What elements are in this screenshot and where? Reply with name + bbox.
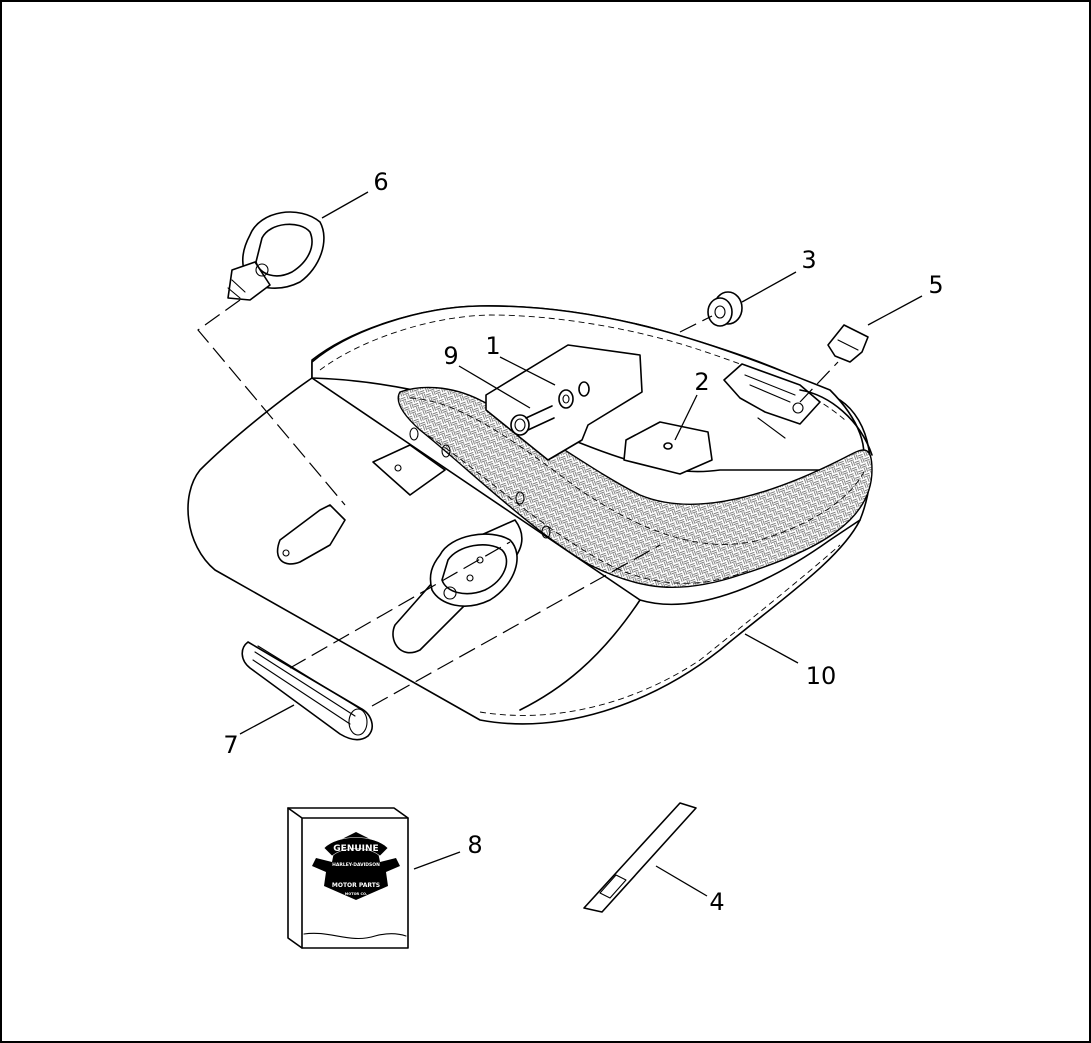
callout-1: 1 <box>485 332 500 360</box>
logo-top-text: GENUINE <box>333 844 378 854</box>
saddlebag-body <box>187 305 873 725</box>
callout-6: 6 <box>373 168 388 196</box>
reflector-strip-part <box>583 802 697 913</box>
callout-10: 10 <box>806 662 837 690</box>
instruction-booklet-part: GENUINE HARLEY-DAVIDSON MOTOR PARTS MOTO… <box>287 807 409 949</box>
spring-clip-part <box>827 324 869 363</box>
callout-5: 5 <box>928 271 943 299</box>
logo-middle-text: HARLEY-DAVIDSON <box>332 862 380 868</box>
callout-3: 3 <box>801 246 816 274</box>
genuine-parts-logo: GENUINE HARLEY-DAVIDSON MOTOR PARTS MOTO… <box>312 832 400 900</box>
callout-2: 2 <box>694 368 709 396</box>
screw-part <box>510 405 555 436</box>
washer-part <box>558 381 590 409</box>
clip-part <box>663 442 673 450</box>
callout-labels: 1 2 3 4 5 6 7 8 9 10 <box>223 168 943 916</box>
logo-bottom-text: MOTOR PARTS <box>332 882 380 889</box>
callout-7: 7 <box>223 731 238 759</box>
grommet-part <box>707 291 743 327</box>
callout-9: 9 <box>443 342 458 370</box>
assembly-lines <box>197 299 839 707</box>
callout-4: 4 <box>709 888 724 916</box>
logo-tiny-text: MOTOR CO. <box>345 892 368 896</box>
lock-buckle-part <box>227 211 325 301</box>
callout-8: 8 <box>467 831 482 859</box>
trim-strip-part <box>241 641 373 741</box>
leader-lines <box>239 191 923 897</box>
